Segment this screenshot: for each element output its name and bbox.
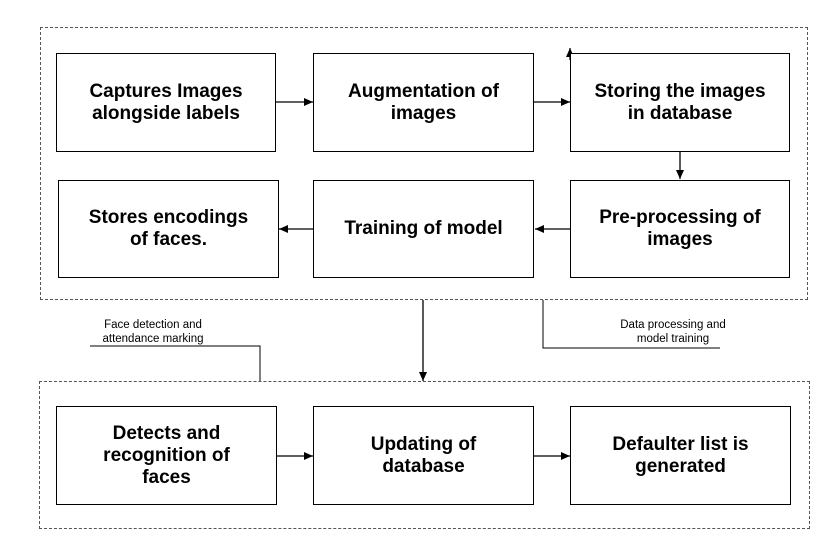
- storing-images-box: Storing the images in database: [570, 53, 790, 152]
- callout-line-training: [542, 300, 720, 349]
- defaulter-list-box: Defaulter list is generated: [570, 406, 791, 505]
- preprocessing-box: Pre-processing of images: [570, 180, 790, 278]
- detects-recognition-box: Detects and recognition of faces: [56, 406, 277, 505]
- callout-line-attendance: [90, 345, 261, 382]
- stores-encodings-box: Stores encodings of faces.: [58, 180, 279, 278]
- attendance-group: [39, 381, 810, 529]
- training-group: [40, 27, 808, 300]
- capture-images-box: Captures Images alongside labels: [56, 53, 276, 152]
- training-model-box: Training of model: [313, 180, 534, 278]
- augmentation-box: Augmentation of images: [313, 53, 534, 152]
- updating-database-box: Updating of database: [313, 406, 534, 505]
- attendance-group-label: Face detection and attendance marking: [102, 319, 204, 345]
- training-group-label: Data processing and model training: [620, 319, 726, 345]
